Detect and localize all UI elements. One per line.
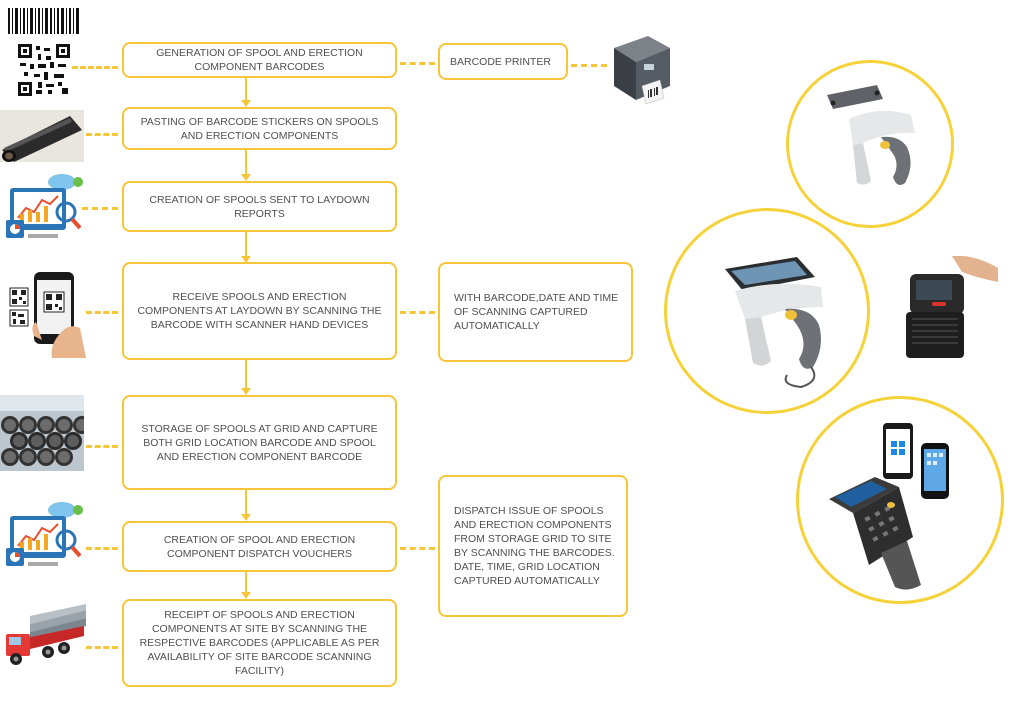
dashed-connector <box>86 133 118 136</box>
arrow-down-icon <box>241 256 251 263</box>
step-3-text: CREATION OF SPOOLS SENT TO LAYDOWN REPOR… <box>149 193 370 220</box>
barcode-printer-text: BARCODE PRINTER <box>450 55 551 68</box>
dashed-connector <box>82 207 118 210</box>
arrow-down-icon <box>241 514 251 521</box>
scan-capture-note-text: WITH BARCODE,DATE AND TIME OF SCANNING C… <box>454 292 619 332</box>
step-2-box: PASTING OF BARCODE STICKERS ON SPOOLS AN… <box>122 107 397 150</box>
phone-scan-icon <box>8 266 88 360</box>
report-analytics-icon <box>4 500 86 570</box>
dashed-connector <box>86 646 118 649</box>
barcode-printer-box: BARCODE PRINTER <box>438 43 568 80</box>
dashed-connector <box>400 311 435 314</box>
arrow-down-icon <box>241 388 251 395</box>
step-7-text: RECEIPT OF SPOOLS AND ERECTION COMPONENT… <box>139 609 380 677</box>
connector <box>245 572 247 592</box>
dispatch-note-box: DISPATCH ISSUE OF SPOOLS AND ERECTION CO… <box>438 475 628 617</box>
scan-capture-note-box: WITH BARCODE,DATE AND TIME OF SCANNING C… <box>438 262 633 362</box>
step-2-text: PASTING OF BARCODE STICKERS ON SPOOLS AN… <box>140 115 379 142</box>
step-5-box: STORAGE OF SPOOLS AT GRID AND CAPTURE BO… <box>122 395 397 490</box>
report-analytics-icon <box>4 172 86 242</box>
step-7-box: RECEIPT OF SPOOLS AND ERECTION COMPONENT… <box>122 599 397 687</box>
rfid-sled-scanner-circle <box>786 60 954 228</box>
step-4-box: RECEIVE SPOOLS AND ERECTION COMPONENTS A… <box>122 262 397 360</box>
rfid-sled-scanner-icon <box>711 251 841 391</box>
rfid-sled-scanner-icon <box>819 85 929 205</box>
arrow-down-icon <box>241 174 251 181</box>
connector <box>245 78 247 100</box>
step-6-box: CREATION OF SPOOL AND ERECTION COMPONENT… <box>122 521 397 572</box>
handheld-scanner-icon <box>902 256 1000 360</box>
connector <box>245 360 247 388</box>
arrow-down-icon <box>241 592 251 599</box>
dashed-connector <box>86 547 118 550</box>
sled-phone-scanner-circle <box>664 208 870 414</box>
pipe-icon <box>0 110 84 162</box>
dashed-connector <box>400 62 435 65</box>
dashed-connector <box>86 311 118 314</box>
mobile-computer-circle <box>796 396 1004 604</box>
arrow-down-icon <box>241 100 251 107</box>
step-5-text: STORAGE OF SPOOLS AT GRID AND CAPTURE BO… <box>141 422 378 463</box>
connector <box>245 232 247 256</box>
truck-icon <box>4 604 88 670</box>
step-1-text: GENERATION OF SPOOL AND ERECTION COMPONE… <box>156 47 363 73</box>
step-3-box: CREATION OF SPOOLS SENT TO LAYDOWN REPOR… <box>122 181 397 232</box>
step-4-text: RECEIVE SPOOLS AND ERECTION COMPONENTS A… <box>137 291 382 331</box>
dashed-connector <box>400 547 435 550</box>
pipe-stack-icon <box>0 395 84 471</box>
dashed-connector <box>86 445 118 448</box>
step-1-box: GENERATION OF SPOOL AND ERECTION COMPONE… <box>122 42 397 78</box>
dashed-connector <box>72 66 118 69</box>
step-6-text: CREATION OF SPOOL AND ERECTION COMPONENT… <box>163 533 356 560</box>
barcode-qr-icon <box>4 4 84 100</box>
dashed-connector <box>571 64 607 67</box>
dispatch-note-text: DISPATCH ISSUE OF SPOOLS AND ERECTION CO… <box>454 505 615 587</box>
connector <box>245 490 247 514</box>
connector <box>245 150 247 174</box>
mobile-computer-icon <box>821 417 991 592</box>
barcode-printer-icon <box>608 28 672 104</box>
